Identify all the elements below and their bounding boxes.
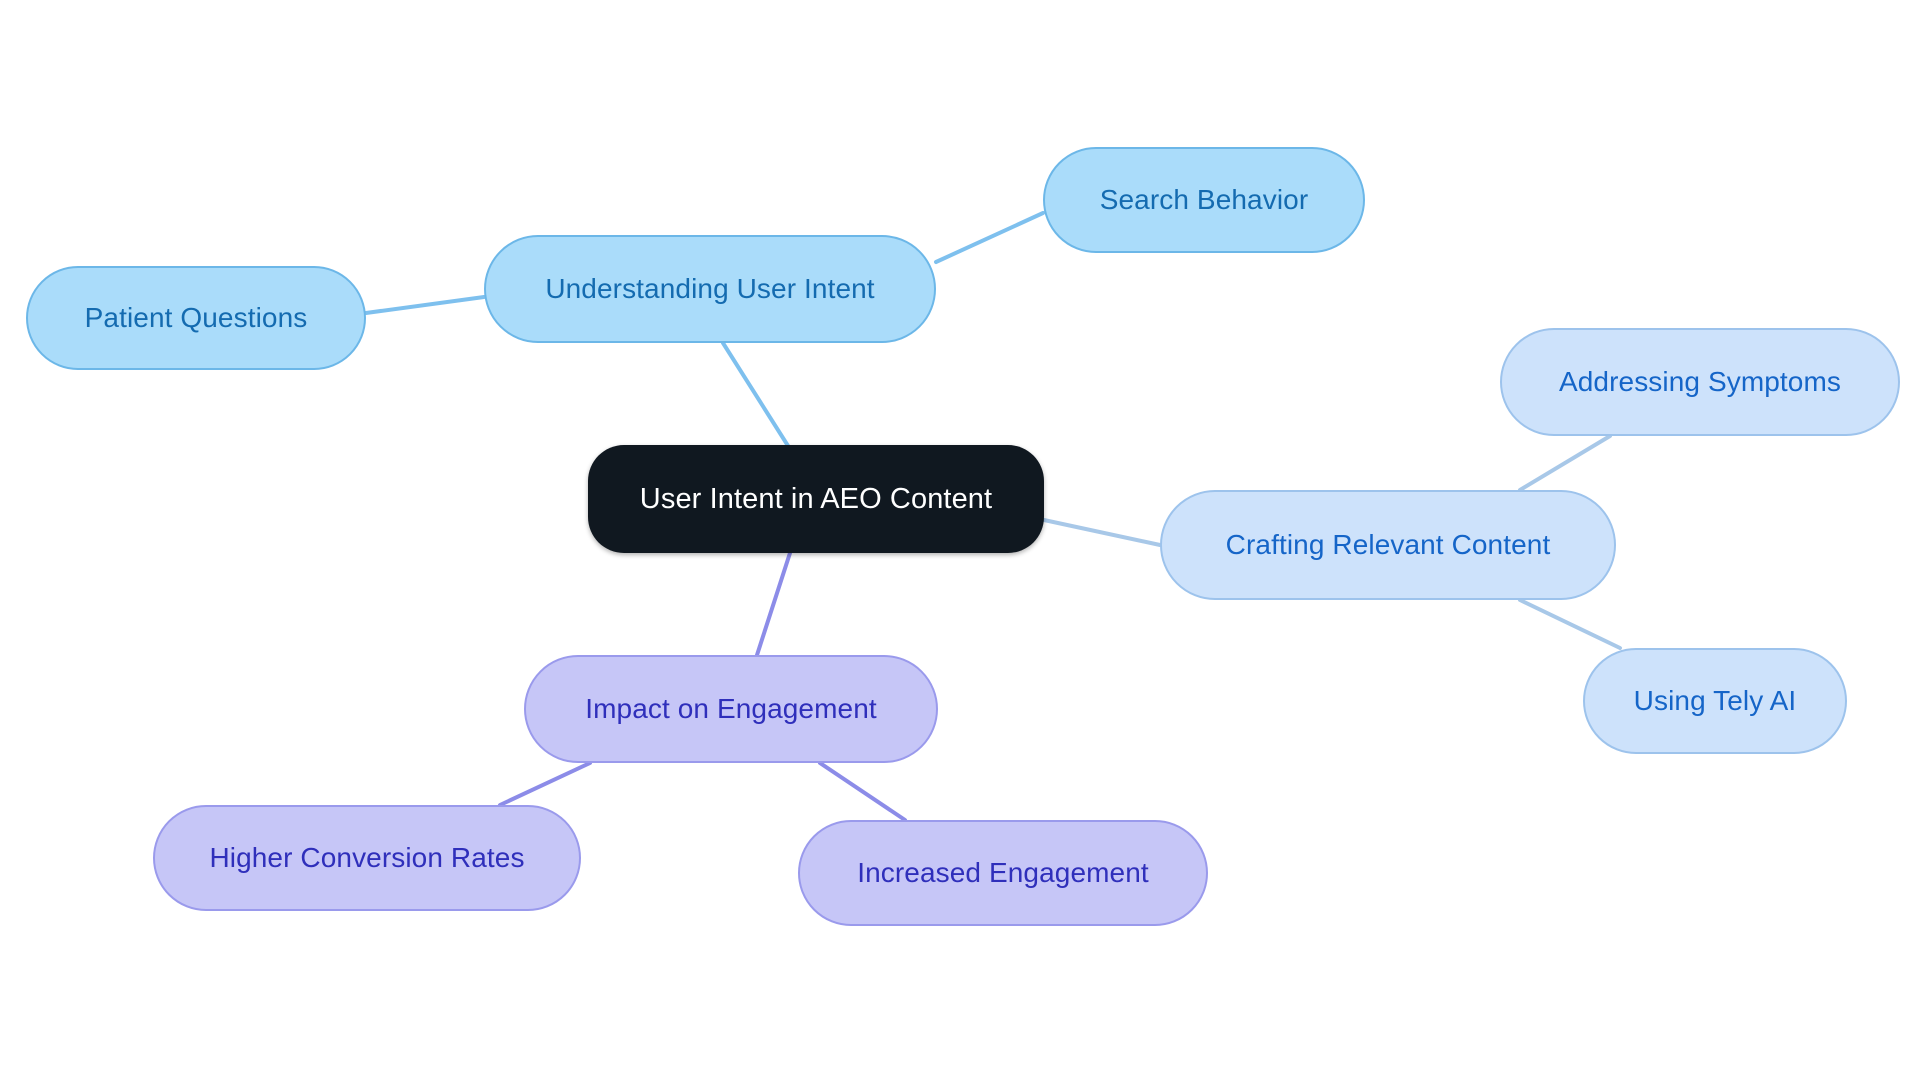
- branch-node-crafting-relevant-content-label: Crafting Relevant Content: [1225, 529, 1551, 560]
- leaf-node-higher-conversion-rates[interactable]: Higher Conversion Rates: [153, 805, 581, 911]
- edge-root-understanding: [721, 341, 792, 451]
- edge-root-impact: [755, 551, 792, 657]
- leaf-node-higher-conversion-rates-label: Higher Conversion Rates: [209, 842, 525, 873]
- leaf-node-addressing-symptoms-label: Addressing Symptoms: [1558, 366, 1841, 397]
- leaf-node-using-tely-ai-label: Using Tely AI: [1633, 685, 1797, 716]
- leaf-node-patient-questions[interactable]: Patient Questions: [26, 266, 366, 370]
- edge-root-crafting: [1042, 518, 1162, 547]
- leaf-node-patient-questions-label: Patient Questions: [84, 302, 308, 333]
- leaf-node-using-tely-ai[interactable]: Using Tely AI: [1583, 648, 1847, 754]
- branch-node-impact-on-engagement-label: Impact on Engagement: [585, 693, 877, 724]
- branch-node-understanding-user-intent[interactable]: Understanding User Intent: [484, 235, 936, 343]
- branch-node-crafting-relevant-content[interactable]: Crafting Relevant Content: [1160, 490, 1616, 600]
- leaf-node-increased-engagement-label: Increased Engagement: [857, 857, 1149, 888]
- leaf-node-increased-engagement[interactable]: Increased Engagement: [798, 820, 1208, 926]
- root-node[interactable]: User Intent in AEO Content: [588, 445, 1044, 553]
- edge-impact-higher: [498, 761, 592, 807]
- edge-understanding-search: [934, 211, 1045, 264]
- edge-crafting-tely: [1518, 598, 1622, 650]
- leaf-node-search-behavior[interactable]: Search Behavior: [1043, 147, 1365, 253]
- edge-impact-increased: [818, 761, 907, 822]
- leaf-node-addressing-symptoms[interactable]: Addressing Symptoms: [1500, 328, 1900, 436]
- root-node-label: User Intent in AEO Content: [639, 482, 993, 515]
- branch-node-understanding-user-intent-label: Understanding User Intent: [545, 273, 875, 304]
- leaf-node-search-behavior-label: Search Behavior: [1099, 184, 1309, 215]
- edge-crafting-addressing: [1518, 434, 1612, 492]
- edge-understanding-patient: [364, 295, 486, 315]
- branch-node-impact-on-engagement[interactable]: Impact on Engagement: [524, 655, 938, 763]
